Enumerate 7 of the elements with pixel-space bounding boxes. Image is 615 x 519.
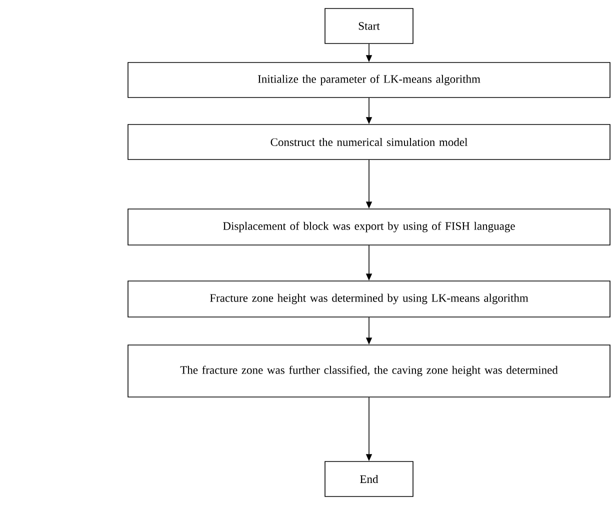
process-box: The fracture zone was further classified, the caving zone height was determined — [128, 344, 610, 398]
terminal-box: End — [324, 461, 414, 497]
terminal-box: Start — [324, 8, 414, 44]
process-box: Displacement of block was export by using of FISH language — [128, 208, 610, 246]
process-box: Initialize the parameter of LK-means algorithm — [128, 62, 610, 98]
process-box: Fracture zone height was determined by using LK-means algorithm — [128, 280, 610, 318]
process-box: Construct the numerical simulation model — [128, 124, 610, 160]
